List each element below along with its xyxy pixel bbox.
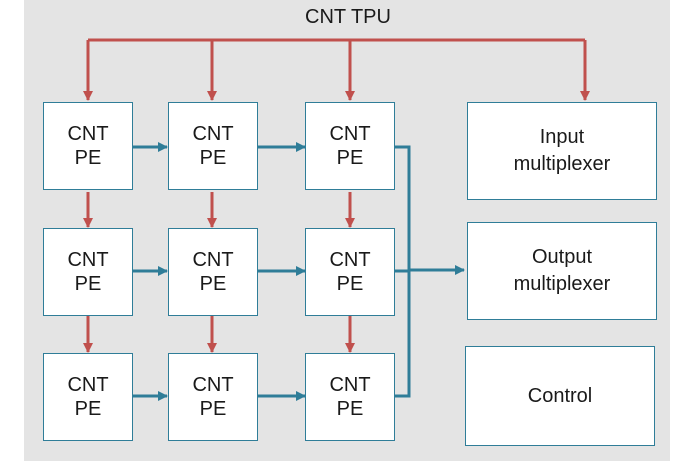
pe-label-line1: CNT (329, 374, 371, 396)
input-multiplexer-box: Input multiplexer (467, 102, 657, 200)
pe-label-line1: CNT (67, 374, 109, 396)
control-label: Control (527, 384, 593, 407)
pe-label-line1: CNT (192, 123, 234, 145)
pe-label-line1: CNT (329, 123, 371, 145)
pe-label-line2: PE (199, 398, 227, 420)
output-multiplexer-box: Output multiplexer (467, 222, 657, 320)
pe-label-line1: CNT (67, 249, 109, 271)
output-multiplexer-label-line2: multiplexer (513, 273, 611, 295)
pe-label-line2: PE (74, 398, 102, 420)
pe-label-line2: PE (336, 398, 364, 420)
pe-label-line1: CNT (67, 123, 109, 145)
pe-label-line2: PE (336, 147, 364, 169)
pe-label-line2: PE (199, 273, 227, 295)
pe-label-line2: PE (74, 273, 102, 295)
pe-label-line2: PE (199, 147, 227, 169)
pe-label-line2: PE (74, 147, 102, 169)
pe-label-line1: CNT (329, 249, 371, 271)
control-box: Control (465, 346, 655, 446)
pe-label-line2: PE (336, 273, 364, 295)
input-multiplexer-label-line2: multiplexer (513, 153, 611, 175)
output-multiplexer-label-line1: Output (531, 246, 593, 268)
pe-label-line1: CNT (192, 374, 234, 396)
pe-label-line1: CNT (192, 249, 234, 271)
diagram-title: CNT TPU (305, 6, 391, 28)
input-multiplexer-label-line1: Input (539, 126, 585, 148)
